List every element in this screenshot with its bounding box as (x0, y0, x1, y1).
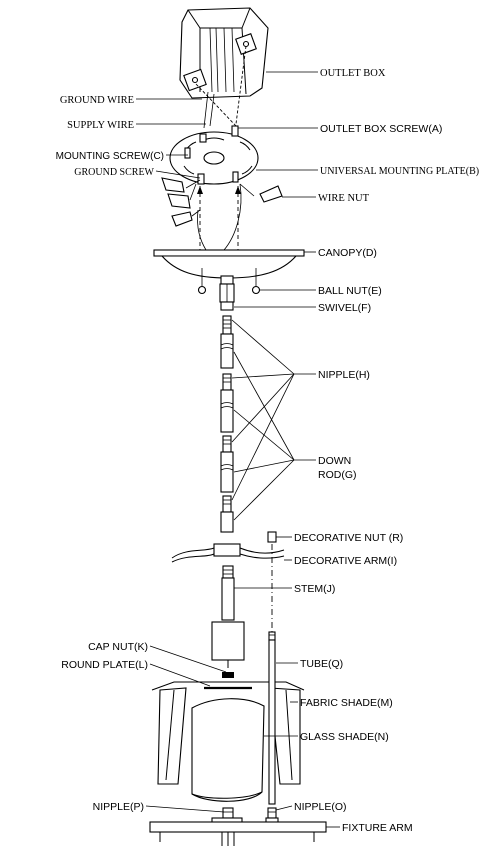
canopy (153, 249, 305, 285)
decorative-nut (267, 531, 277, 543)
tube (268, 544, 276, 805)
leader-lines (136, 71, 340, 828)
label-nipple-o: NIPPLE(O) (294, 801, 347, 813)
label-decorative-arm: DECORATIVE ARM(I) (294, 555, 397, 567)
glass-shade (191, 698, 265, 802)
label-fabric-shade: FABRIC SHADE(M) (300, 697, 393, 709)
label-tube: TUBE(Q) (300, 658, 343, 670)
labels: OUTLET BOX GROUND WIRE SUPPLY WIRE OUTLE… (56, 68, 479, 834)
wire-nuts (161, 177, 283, 227)
label-round-plate: ROUND PLATE(L) (61, 659, 148, 671)
down-rod-assembly (220, 315, 234, 533)
swivel (219, 283, 235, 311)
label-ball-nut: BALL NUT(E) (318, 285, 382, 297)
socket (211, 621, 245, 668)
label-outlet-box-screw: OUTLET BOX SCREW(A) (320, 123, 442, 135)
label-nipple-h: NIPPLE(H) (318, 369, 370, 381)
label-outlet-box: OUTLET BOX (320, 68, 386, 79)
label-universal-mounting-plate: UNIVERSAL MOUNTING PLATE(B) (320, 166, 479, 177)
label-down-rod-line2: ROD(G) (318, 469, 357, 481)
label-down-rod-line1: DOWN (318, 455, 351, 467)
stem (221, 565, 235, 621)
universal-mounting-plate (169, 125, 259, 185)
outlet-box (179, 7, 269, 99)
label-fixture-arm: FIXTURE ARM (342, 822, 413, 834)
cap-nut (222, 672, 234, 678)
label-canopy: CANOPY(D) (318, 247, 377, 259)
label-cap-nut: CAP NUT(K) (88, 641, 148, 653)
ball-nuts (197, 268, 261, 295)
label-wire-nut: WIRE NUT (318, 193, 370, 204)
label-mounting-screw: MOUNTING SCREW(C) (56, 151, 164, 162)
label-stem: STEM(J) (294, 583, 335, 595)
label-swivel: SWIVEL(F) (318, 302, 371, 314)
fixture-wires (197, 183, 242, 251)
label-ground-wire: GROUND WIRE (60, 95, 134, 106)
label-supply-wire: SUPPLY WIRE (67, 120, 134, 131)
label-decorative-nut: DECORATIVE NUT (R) (294, 532, 403, 544)
label-ground-screw: GROUND SCREW (74, 167, 154, 178)
label-glass-shade: GLASS SHADE(N) (300, 731, 389, 743)
fixture-arm (149, 821, 327, 846)
supply-wires (195, 45, 247, 129)
label-nipple-p: NIPPLE(P) (93, 801, 144, 813)
decorative-arm (171, 543, 285, 563)
